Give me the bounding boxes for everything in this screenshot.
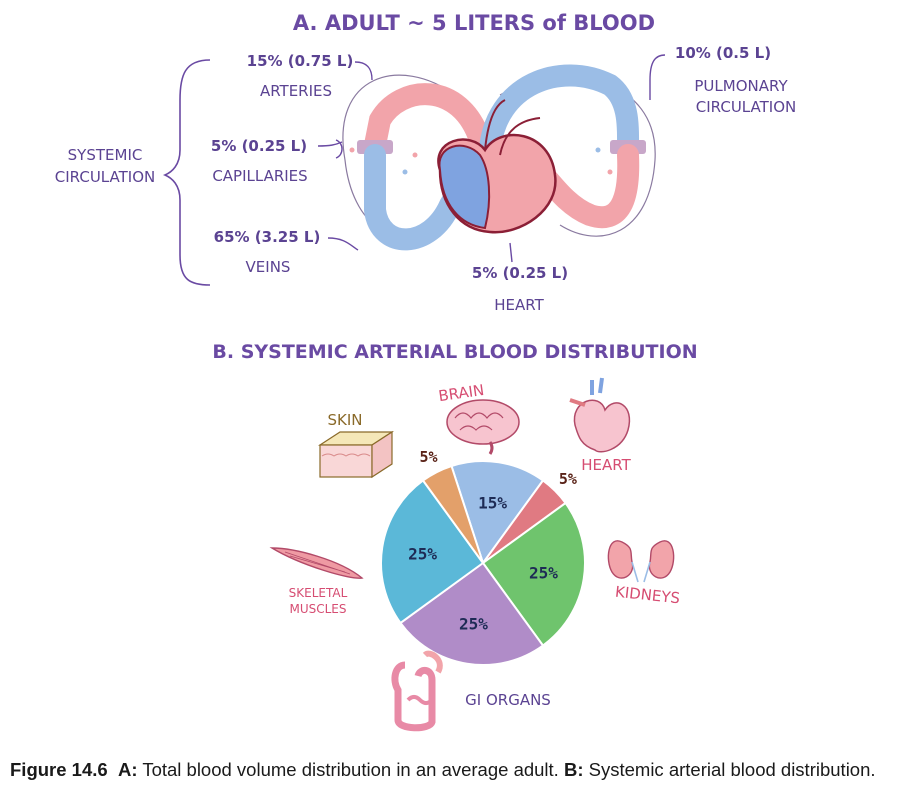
pie-label-heart: 5% — [559, 470, 577, 488]
skeletal-muscles-label-line1: SKELETAL — [289, 586, 348, 600]
pie-slice-gi-organs — [399, 561, 545, 666]
pie-label-brain: 15% — [478, 494, 507, 513]
pie-slice-skin — [421, 464, 484, 564]
caption-b-text: Systemic arterial blood distribution. — [588, 759, 876, 780]
pulmonary-artery-tube — [479, 64, 640, 161]
brain-icon — [446, 399, 520, 455]
caption-a-label: A: — [117, 759, 138, 780]
heart-value: 5% (0.25 L) — [472, 264, 568, 282]
caption-figure-number: Figure 14.6 — [10, 759, 108, 780]
skeletal-muscles-label-line2: MUSCLES — [289, 602, 346, 616]
arteries-label: ARTERIES — [260, 82, 332, 100]
skeletal-muscle-icon — [269, 547, 364, 579]
distribution-pie-chart: 15% 5% 25% 25% 25% 5% — [380, 448, 586, 666]
pie-label-kidneys: 25% — [529, 564, 558, 583]
caption-a-text: Total blood volume distribution in an av… — [142, 759, 559, 780]
veins-label: VEINS — [246, 258, 291, 276]
pie-label-gi-organs: 25% — [459, 614, 488, 633]
figure-caption: Figure 14.6 A: Total blood volume distri… — [10, 758, 900, 782]
pulmonary-label-line2: CIRCULATION — [696, 98, 796, 116]
heart-organ-label: HEART — [581, 456, 631, 474]
arteries-value: 15% (0.75 L) — [247, 52, 354, 70]
part-b-title: B. SYSTEMIC ARTERIAL BLOOD DISTRIBUTION — [212, 341, 697, 363]
systemic-label-line2: CIRCULATION — [55, 168, 155, 186]
pie-label-skin: 5% — [419, 448, 437, 466]
gi-organs-label: GI ORGANS — [465, 691, 551, 709]
heart-organ-icon — [569, 377, 631, 453]
capillaries-label: CAPILLARIES — [212, 167, 307, 185]
pie-slice-kidneys — [481, 501, 586, 647]
systemic-artery-tube — [364, 83, 491, 156]
part-a-title: A. ADULT ~ 5 LITERS of BLOOD — [293, 11, 655, 35]
pie-slice-skeletal-muscles — [380, 479, 485, 625]
heart-label: HEART — [494, 296, 544, 314]
skin-icon — [317, 430, 395, 479]
skin-label: SKIN — [327, 411, 362, 429]
systemic-vein-tube — [364, 144, 476, 251]
veins-value: 65% (3.25 L) — [214, 228, 321, 246]
pie-slice-brain — [450, 460, 545, 566]
kidneys-icon — [607, 540, 675, 583]
pie-label-skeletal-muscles: 25% — [408, 544, 437, 563]
heart-illustration — [437, 99, 557, 234]
pulmonary-value: 10% (0.5 L) — [675, 44, 771, 62]
caption-b-label: B: — [563, 759, 584, 780]
systemic-brace — [162, 59, 211, 286]
pulmonary-label-line1: PULMONARY — [694, 77, 788, 95]
systemic-label-line1: SYSTEMIC — [68, 146, 143, 164]
kidneys-label: KIDNEYS — [614, 583, 681, 608]
gi-organs-icon — [391, 650, 443, 732]
circulation-diagram — [342, 64, 656, 251]
capillaries-value: 5% (0.25 L) — [211, 137, 307, 155]
